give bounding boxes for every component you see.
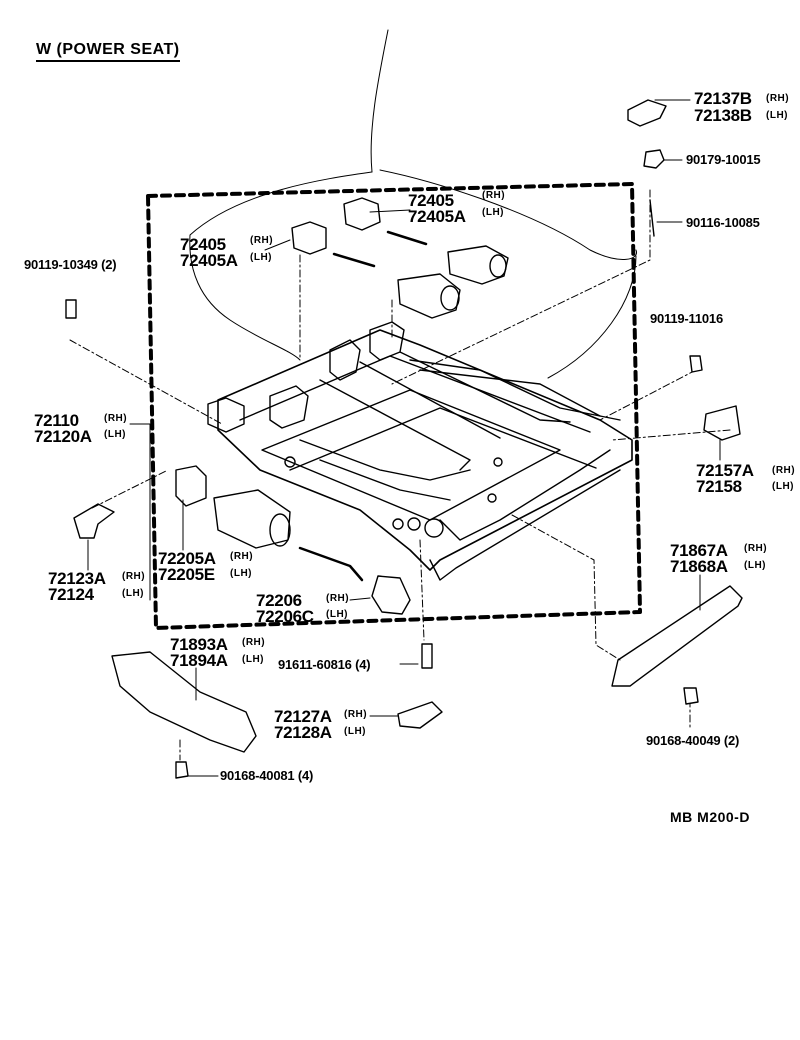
motor-top xyxy=(291,197,509,319)
side-lh-label: (LH) xyxy=(744,560,766,571)
part-number-label: 72405A xyxy=(408,207,466,226)
side-rh-label: (RH) xyxy=(230,551,254,562)
leader-line xyxy=(91,469,169,509)
side-lh-label: (LH) xyxy=(482,207,504,218)
leader-line xyxy=(69,339,223,425)
side-lh-label: (LH) xyxy=(242,654,264,665)
diagram-reference: MB M200-D xyxy=(670,809,750,825)
part-number-label: 72127A xyxy=(274,707,332,726)
side-rh-label: (RH) xyxy=(250,235,274,246)
part-number-label: 72405A xyxy=(180,251,238,270)
part-number-label: 71867A xyxy=(670,541,728,560)
part-number-label: 72110 xyxy=(34,411,79,430)
part-number-label: 90116-10085 xyxy=(686,215,760,230)
leader-line xyxy=(349,597,371,601)
part-number-label: 90179-10015 xyxy=(686,152,761,167)
bracket-parts xyxy=(73,99,741,729)
side-rh-label: (RH) xyxy=(104,413,128,424)
motor-left xyxy=(175,465,411,615)
side-rail-right xyxy=(611,585,743,687)
part-number-label: 90119-10349 (2) xyxy=(24,257,117,272)
part-number-label: 72137B xyxy=(694,89,752,108)
part-number-label: 72205A xyxy=(158,549,216,568)
part-number-label: 72205E xyxy=(158,565,215,584)
part-number-label: 72405 xyxy=(408,191,454,210)
part-number-label: 90168-40049 (2) xyxy=(646,733,740,748)
side-lh-label: (LH) xyxy=(766,110,788,121)
leader-line xyxy=(129,423,151,601)
part-number-label: 72120A xyxy=(34,427,92,446)
side-cover-left xyxy=(111,651,257,753)
part-number-label: 72124 xyxy=(48,585,94,604)
side-lh-label: (LH) xyxy=(104,429,126,440)
side-lh-label: (LH) xyxy=(230,568,252,579)
side-rh-label: (RH) xyxy=(344,709,368,720)
part-number-label: 71894A xyxy=(170,651,228,670)
part-number-label: 91611-60816 (4) xyxy=(278,657,371,672)
side-rh-label: (RH) xyxy=(772,465,796,476)
part-number-label: 72138B xyxy=(694,106,752,125)
leader-line xyxy=(369,209,411,213)
side-rh-label: (RH) xyxy=(326,593,350,604)
seat-adjuster-frame xyxy=(207,321,633,581)
leader-line xyxy=(264,239,291,251)
leader-line xyxy=(611,429,731,441)
bolt-parts xyxy=(65,149,703,779)
part-number-label: 72157A xyxy=(696,461,754,480)
side-rh-label: (RH) xyxy=(242,637,266,648)
side-rh-label: (RH) xyxy=(766,93,790,104)
side-lh-label: (LH) xyxy=(344,726,366,737)
leader-line xyxy=(391,189,651,385)
assembly-frame xyxy=(146,182,642,630)
side-lh-label: (LH) xyxy=(122,588,144,599)
side-lh-label: (LH) xyxy=(250,252,272,263)
part-number-label: 72158 xyxy=(696,477,742,496)
part-number-label: 90168-40081 (4) xyxy=(220,768,314,783)
side-lh-label: (LH) xyxy=(772,481,794,492)
part-number-label: 72206 xyxy=(256,591,302,610)
seat-outline-line xyxy=(547,255,637,379)
part-number-label: 72128A xyxy=(274,723,332,742)
part-number-label: 71893A xyxy=(170,635,228,654)
side-rh-label: (RH) xyxy=(122,571,146,582)
seat-outline-line xyxy=(379,169,637,260)
leader-line xyxy=(511,514,621,661)
part-number-label: 72206C xyxy=(256,607,314,626)
leader-line xyxy=(419,539,425,641)
page-title: W (POWER SEAT) xyxy=(36,42,180,62)
leader-line xyxy=(599,369,697,421)
part-number-label: 72405 xyxy=(180,235,226,254)
seat-outline-line xyxy=(189,171,373,361)
part-number-label: 71868A xyxy=(670,557,728,576)
side-rh-label: (RH) xyxy=(744,543,768,554)
side-rh-label: (RH) xyxy=(482,190,506,201)
seat-outline-line xyxy=(370,29,389,173)
part-number-label: 72123A xyxy=(48,569,106,588)
part-number-label: 90119-11016 xyxy=(650,311,723,326)
side-lh-label: (LH) xyxy=(326,609,348,620)
